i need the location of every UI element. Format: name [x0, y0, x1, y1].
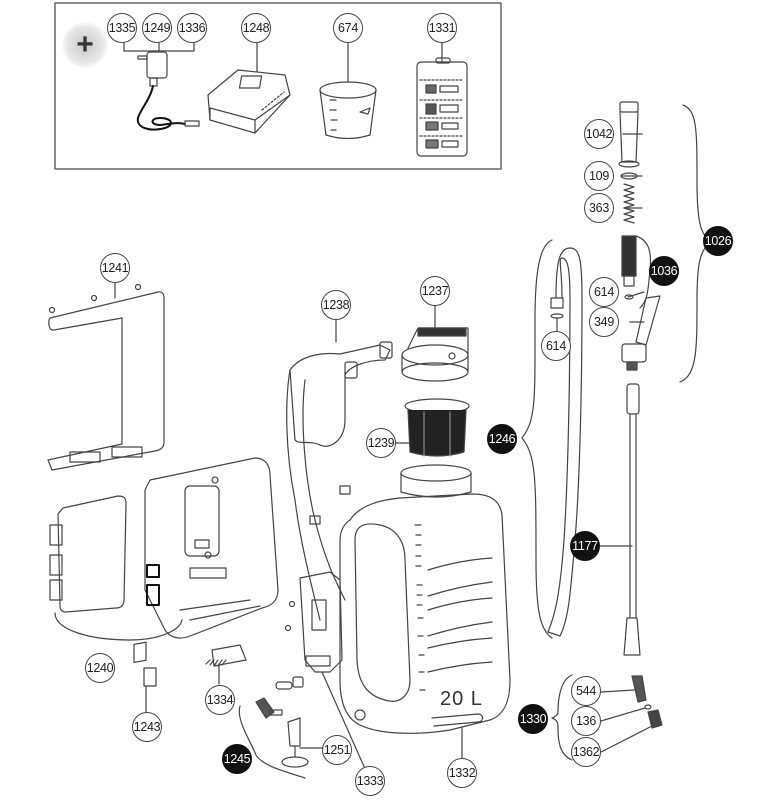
- brace-1330: [551, 674, 573, 761]
- charger-drawing: [136, 51, 200, 131]
- callout-544[interactable]: 544: [571, 676, 601, 706]
- control-housing-drawing: [144, 457, 279, 639]
- hatch-cover-drawing: [49, 495, 127, 613]
- shoulder-straps-drawing: [286, 319, 393, 621]
- callout-1330[interactable]: 1330: [518, 704, 548, 734]
- callout-1334[interactable]: 1334: [205, 685, 235, 715]
- callout-1331[interactable]: 1331: [427, 13, 457, 43]
- tank-capacity-label: 20 L: [440, 688, 483, 710]
- hose-drawing: [547, 247, 583, 637]
- battery-drawing: [207, 41, 291, 134]
- strainer-drawing: [395, 398, 470, 457]
- callout-1335[interactable]: 1335: [107, 13, 137, 43]
- callout-1240[interactable]: 1240: [85, 653, 115, 683]
- nozzle-drawing: [600, 675, 663, 753]
- tank-drawing: [339, 464, 511, 759]
- callout-1238[interactable]: 1238: [321, 290, 351, 320]
- callout-1336[interactable]: 1336: [177, 13, 207, 43]
- tank-cap-drawing: [401, 301, 469, 382]
- callout-614-hose[interactable]: 614: [541, 331, 571, 361]
- callout-1243[interactable]: 1243: [132, 712, 162, 742]
- accessories-frame: [54, 2, 502, 170]
- callout-1333[interactable]: 1333: [355, 766, 385, 796]
- brace-1246: [521, 239, 553, 639]
- measuring-cup-drawing: [319, 41, 377, 140]
- callout-1177[interactable]: 1177: [570, 531, 600, 561]
- callout-109[interactable]: 109: [584, 161, 614, 191]
- callout-1245[interactable]: 1245: [222, 744, 252, 774]
- brace-1240: [54, 612, 183, 641]
- callout-1362[interactable]: 1362: [571, 737, 601, 767]
- callout-349[interactable]: 349: [589, 307, 619, 337]
- callout-1249[interactable]: 1249: [142, 13, 172, 43]
- pump-drawing: [284, 571, 371, 781]
- callout-1026[interactable]: 1026: [703, 226, 733, 256]
- callout-1332[interactable]: 1332: [447, 758, 477, 788]
- charger-leaders: [123, 41, 195, 52]
- small-parts-drawing: [133, 641, 323, 779]
- callout-136[interactable]: 136: [571, 706, 601, 736]
- callout-1248[interactable]: 1248: [241, 13, 271, 43]
- callout-363[interactable]: 363: [584, 193, 614, 223]
- callout-614-valve[interactable]: 614: [589, 277, 619, 307]
- callout-1239[interactable]: 1239: [366, 428, 396, 458]
- lance-valve-parts: [618, 101, 661, 371]
- callout-674[interactable]: 674: [333, 13, 363, 43]
- callout-1251[interactable]: 1251: [322, 735, 352, 765]
- plus-icon: +: [62, 22, 108, 68]
- nozzle-case-drawing: [416, 41, 468, 157]
- lance-drawing: [598, 383, 641, 656]
- callout-1246[interactable]: 1246: [487, 424, 517, 454]
- callout-1036[interactable]: 1036: [649, 256, 679, 286]
- frame-plate-drawing: [47, 282, 165, 471]
- callout-1237[interactable]: 1237: [420, 276, 450, 306]
- callout-1042[interactable]: 1042: [584, 119, 614, 149]
- callout-1241[interactable]: 1241: [100, 253, 130, 283]
